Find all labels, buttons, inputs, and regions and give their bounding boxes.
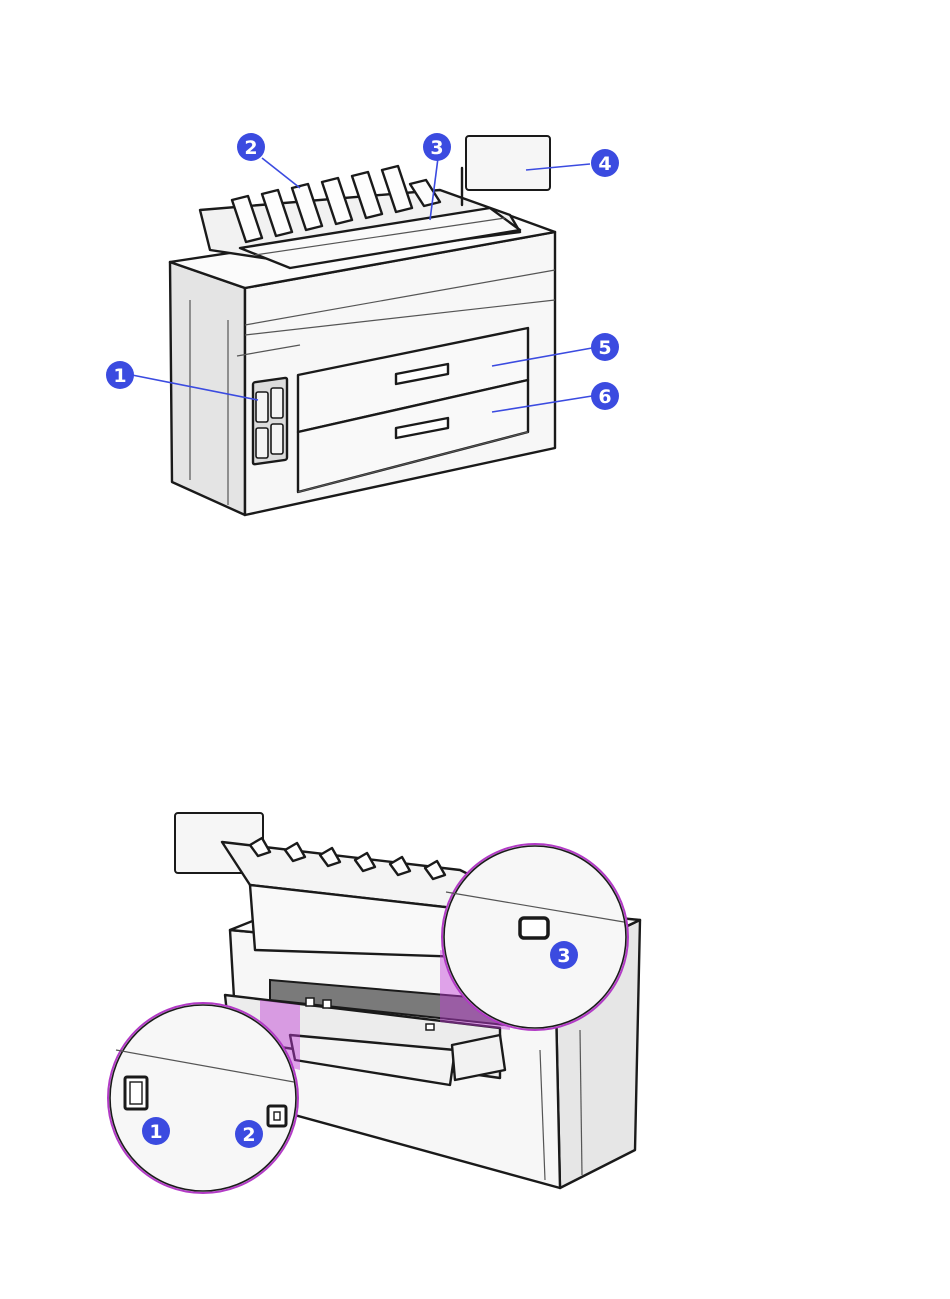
callout-rear-2: 2 xyxy=(235,1120,263,1148)
callout-number: 5 xyxy=(598,337,611,359)
callout-number: 1 xyxy=(149,1121,162,1143)
callout-front-1: 1 xyxy=(106,361,134,389)
callout-front-3: 3 xyxy=(423,133,451,161)
callout-rear-1: 1 xyxy=(142,1117,170,1145)
front-view-printer xyxy=(170,166,555,515)
front-panel-display xyxy=(466,136,550,190)
rear-connector-icon xyxy=(520,918,548,938)
rear-port-icon xyxy=(268,1106,286,1126)
zoom-circle-1-2 xyxy=(108,1003,298,1193)
zoom-circle-3 xyxy=(442,844,628,1030)
callout-front-4: 4 xyxy=(591,149,619,177)
callout-front-2: 2 xyxy=(237,133,265,161)
callout-number: 6 xyxy=(598,386,611,408)
callout-rear-3: 3 xyxy=(550,941,578,969)
callout-number: 2 xyxy=(242,1124,255,1146)
callout-front-6: 6 xyxy=(591,382,619,410)
callout-number: 3 xyxy=(557,945,570,967)
callout-number: 4 xyxy=(598,153,611,175)
callout-number: 3 xyxy=(430,137,443,159)
callout-number: 1 xyxy=(113,365,126,387)
callout-front-5: 5 xyxy=(591,333,619,361)
callout-number: 2 xyxy=(244,137,257,159)
